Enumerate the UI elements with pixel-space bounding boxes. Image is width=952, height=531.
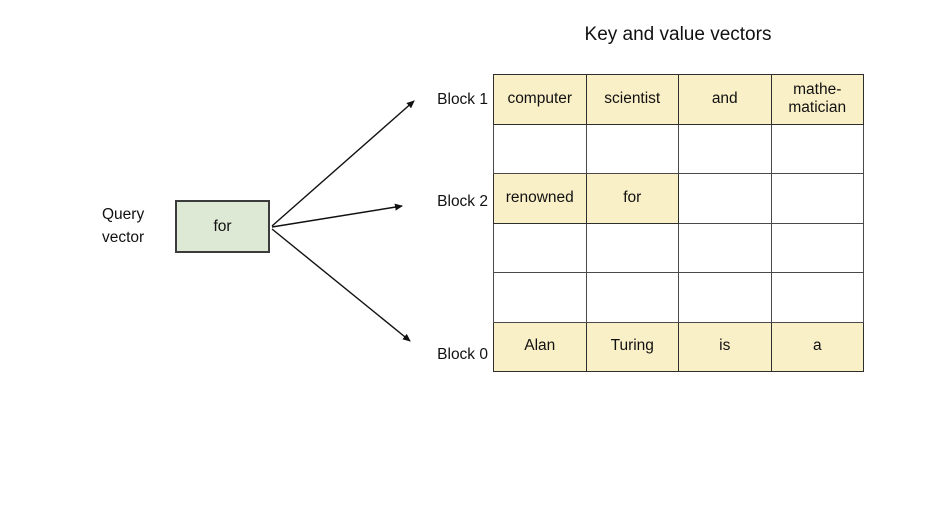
block-label-0: Block 0 (437, 346, 488, 363)
table-row (493, 272, 864, 323)
table-row: renowned for (493, 173, 864, 224)
table-cell (585, 272, 679, 323)
table-row: Alan Turing is a (493, 321, 864, 372)
table-row (493, 123, 864, 174)
table-cell (770, 173, 864, 224)
table-cell (678, 272, 772, 323)
table-cell (493, 222, 587, 273)
table-cell: a (770, 321, 864, 372)
table-cell (770, 272, 864, 323)
query-vector-value: for (213, 217, 232, 235)
table-cell: computer (493, 74, 587, 125)
table-cell (678, 123, 772, 174)
table-cell (770, 222, 864, 273)
table-cell (493, 123, 587, 174)
table-cell: renowned (493, 173, 587, 224)
table-cell (770, 123, 864, 174)
table-cell: Turing (585, 321, 679, 372)
table-cell: for (585, 173, 679, 224)
table-cell (678, 173, 772, 224)
table-cell: is (678, 321, 772, 372)
diagram-title: Key and value vectors (584, 24, 772, 45)
table-row (493, 222, 864, 273)
arrow-to-block-2 (271, 203, 403, 228)
arrow-to-block-1 (271, 100, 415, 227)
table-cell: scientist (585, 74, 679, 125)
query-vector-label: Query vector (102, 206, 145, 247)
table-cell (585, 123, 679, 174)
table-cell (493, 272, 587, 323)
query-vector-box: for (175, 200, 270, 253)
block-label-1: Block 1 (437, 91, 488, 108)
arrow-to-block-0 (271, 228, 411, 342)
table-cell: mathe-matician (770, 74, 864, 125)
key-value-table: computer scientist and mathe-matician re… (493, 74, 864, 372)
block-label-2: Block 2 (437, 193, 488, 210)
table-row: computer scientist and mathe-matician (493, 74, 864, 125)
table-cell (678, 222, 772, 273)
table-cell (585, 222, 679, 273)
table-cell: and (678, 74, 772, 125)
table-cell: Alan (493, 321, 587, 372)
